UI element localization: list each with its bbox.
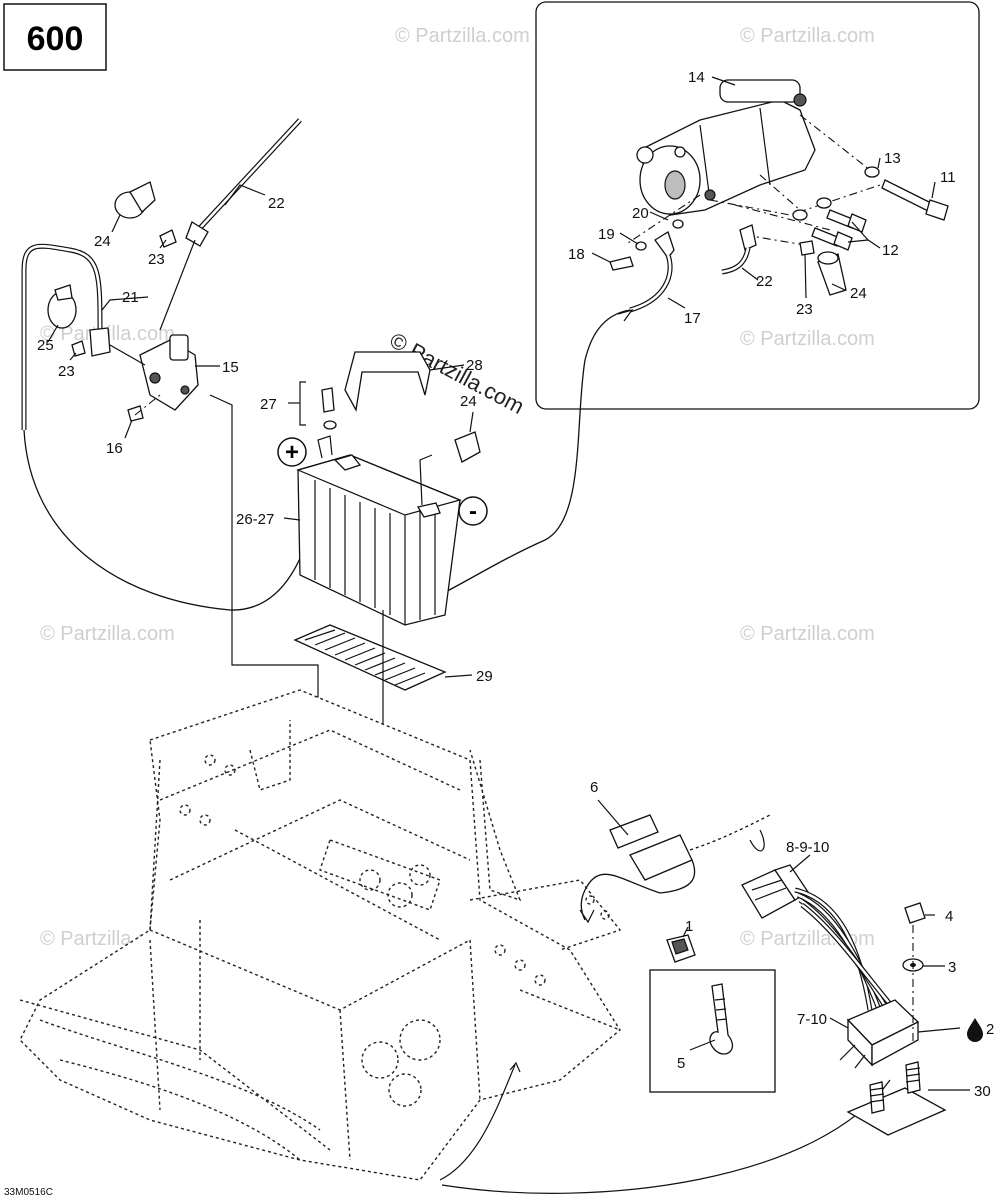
callout: 24: [850, 285, 867, 302]
plate-30: [846, 1061, 947, 1136]
callout: 23: [58, 363, 75, 380]
positive-sign: +: [285, 439, 299, 466]
pad-29: [293, 624, 447, 691]
fuse-holder-6: [579, 814, 771, 924]
inset-hardware: [609, 166, 949, 313]
nut-16: [127, 405, 144, 422]
callout: 18: [568, 246, 585, 263]
watermark-diagonal: © Partzilla.com: [386, 327, 529, 419]
callout: 16: [106, 440, 123, 457]
callout: 23: [796, 301, 813, 318]
negative-terminal-symbol: -: [458, 496, 488, 526]
watermark: © Partzilla.com: [740, 25, 875, 47]
callout: 14: [688, 69, 705, 86]
callout: 8-9-10: [786, 839, 829, 856]
callout: 26-27: [236, 511, 274, 528]
watermark: © Partzilla.com: [740, 328, 875, 350]
leader-lines: [47, 76, 970, 1091]
callout: 23: [148, 251, 165, 268]
callout: 4: [945, 908, 953, 925]
callout: 7-10: [797, 1011, 827, 1028]
callout: 27: [260, 396, 277, 413]
callout: 19: [598, 226, 615, 243]
callout: 3: [948, 959, 956, 976]
battery-strap-28: [344, 351, 431, 412]
boot-25: [47, 284, 77, 329]
callout: 17: [684, 310, 701, 327]
positive-terminal-symbol: +: [277, 437, 307, 467]
clip-1: [666, 934, 696, 963]
callout: 2: [986, 1021, 994, 1038]
callout: 25: [37, 337, 54, 354]
watermark: © Partzilla.com: [395, 25, 530, 47]
watermark: © Partzilla.com: [40, 623, 175, 645]
arrow-17: [617, 308, 634, 322]
guide: [134, 394, 161, 416]
starter-inset-frame: [535, 1, 980, 410]
callout: 24: [94, 233, 111, 250]
cable-21: [21, 243, 111, 430]
liquid-drop-icon: [967, 1018, 983, 1042]
rectifier-wires: [794, 887, 902, 1018]
starter-motor: [636, 79, 816, 216]
inset-guides: [624, 114, 881, 246]
boot-24-top: [114, 181, 156, 219]
callout: 13: [884, 150, 901, 167]
callout: 6: [590, 779, 598, 796]
chassis-holes: [179, 754, 610, 1107]
callout: 15: [222, 359, 239, 376]
callout: 28: [466, 357, 483, 374]
callout: 11: [940, 169, 956, 186]
solenoid-15: [109, 334, 199, 411]
negative-sign: -: [469, 498, 477, 525]
tie-strap-5: [709, 983, 734, 1055]
watermark: © Partzilla.com: [740, 623, 875, 645]
callouts: 22 24 23 21 25 23 15 16 27 28 24 26-27 2…: [37, 69, 994, 1100]
arrow-head: [509, 1061, 521, 1073]
callout: 5: [677, 1055, 685, 1072]
boot-24-battery: [454, 431, 481, 463]
arrow-rectifier-return: [439, 1064, 516, 1181]
nut-23-left: [71, 340, 86, 357]
model-label: 600: [27, 20, 84, 58]
cable-17-route: [429, 309, 631, 601]
callout: 22: [756, 273, 773, 290]
callout: 30: [974, 1083, 991, 1100]
model-label-box: 600: [3, 3, 107, 71]
rectifier-7-10: [839, 999, 920, 1069]
figure-code: 33M0516C: [4, 1187, 53, 1198]
callout: 22: [268, 195, 285, 212]
callout: 21: [122, 289, 139, 306]
cable-22: [159, 118, 302, 331]
cable-rectifier-route: [441, 1079, 891, 1194]
callout: 24: [460, 393, 477, 410]
washer-nut-3-4: [902, 902, 926, 1045]
callout: 20: [632, 205, 649, 222]
callout: 1: [685, 918, 693, 935]
battery-26-27: [296, 435, 462, 626]
screw-27: [299, 381, 337, 430]
callout: 29: [476, 668, 493, 685]
chassis-frame: [19, 689, 622, 1181]
callout: 12: [882, 242, 899, 259]
